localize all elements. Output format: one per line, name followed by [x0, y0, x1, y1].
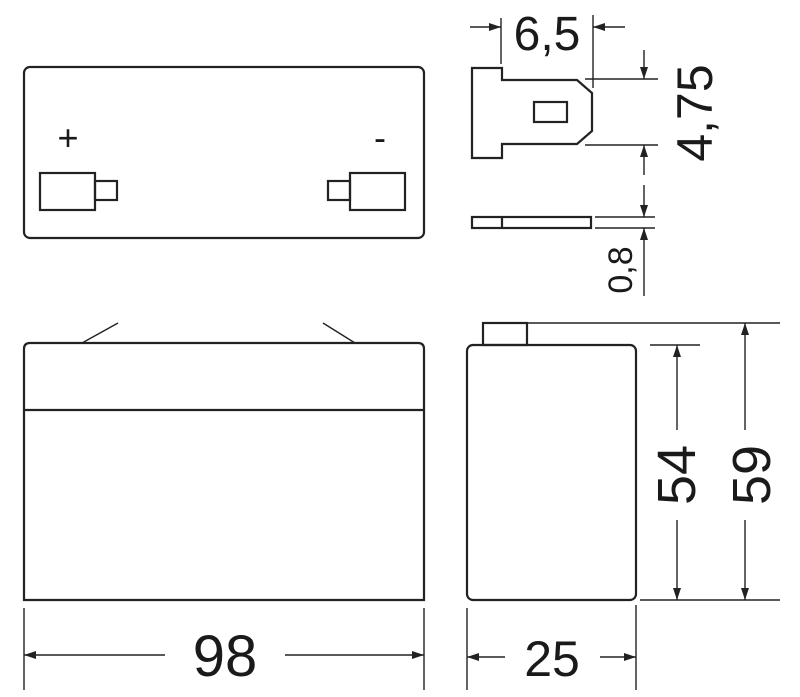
svg-text:4,75: 4,75 — [667, 64, 723, 161]
dimension-height-body: 54 — [640, 344, 780, 601]
battery-front-view — [22, 322, 426, 602]
negative-terminal — [326, 171, 407, 212]
dimension-height-total: 59 — [527, 322, 782, 600]
dimension-length: 98 — [23, 608, 425, 690]
svg-text:6,5: 6,5 — [514, 8, 581, 61]
dimension-terminal-thickness: 0,8 — [595, 185, 655, 296]
dimension-terminal-width: 6,5 — [470, 8, 625, 88]
svg-text:98: 98 — [193, 624, 258, 689]
positive-terminal — [38, 171, 119, 212]
svg-text:59: 59 — [722, 445, 782, 505]
dimension-terminal-height: 4,75 — [585, 50, 723, 175]
dimension-width: 25 — [466, 605, 637, 690]
svg-text:0,8: 0,8 — [602, 246, 640, 293]
svg-text:25: 25 — [524, 631, 580, 687]
terminal-detail — [470, 66, 594, 230]
negative-terminal-label: - — [374, 117, 386, 158]
battery-side-view — [465, 321, 638, 602]
battery-top-view: + - — [22, 65, 426, 240]
svg-text:54: 54 — [647, 445, 707, 505]
positive-terminal-label: + — [57, 117, 78, 158]
